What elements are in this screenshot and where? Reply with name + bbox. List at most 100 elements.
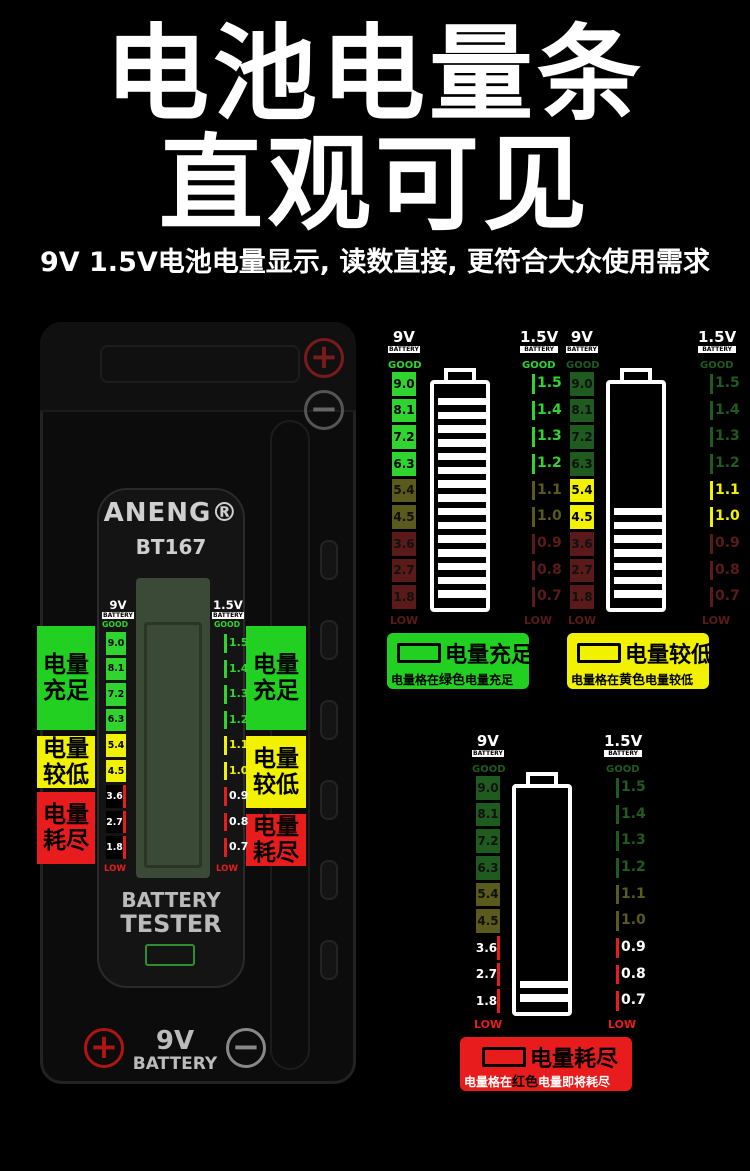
scale-cell-9v: 4.5	[570, 505, 594, 529]
battery-level-bar	[520, 980, 568, 989]
overlay-low-right: 电量较低	[246, 736, 306, 808]
state-caption: 电量较低电量格在黄色电量较低	[567, 633, 713, 689]
overlay-full-left: 电量充足	[37, 626, 95, 730]
scale-value-1-5v: 0.9	[532, 534, 562, 554]
overlay-low-right-text: 电量较低	[253, 746, 299, 798]
scale-cell-9v: 2.7	[392, 558, 416, 583]
mini-battery-icon	[482, 1047, 526, 1067]
battery-level-bar	[614, 576, 662, 585]
scale-value-1-5v: 0.7	[532, 587, 562, 607]
scale-value-1-5v: 0.9	[710, 534, 740, 554]
scale-cell-9v: 5.4	[570, 478, 594, 503]
low-label: LOW	[390, 614, 419, 627]
state-caption: 电量耗尽电量格在红色电量即将耗尽	[460, 1037, 632, 1091]
scale-cell-9v: 5.4	[106, 734, 126, 757]
overlay-empty-left-text: 电量耗尽	[43, 802, 89, 854]
scale-value-1-5v: 0.9	[616, 938, 646, 958]
header-battery-word: BATTERY	[520, 346, 559, 353]
battery-level-bar	[438, 549, 486, 557]
good-label: GOOD	[102, 620, 129, 629]
scale-value-1-5v: 1.3	[224, 685, 248, 704]
scale-cell-9v: 5.4	[476, 882, 500, 907]
tester-label-line1: BATTERY	[121, 888, 221, 912]
scale-value-1-5v: 1.2	[710, 454, 740, 474]
caption-color-word: 绿色	[439, 673, 466, 688]
header-9v-value: 9V	[476, 732, 499, 750]
headline-line1: 电池电量条	[104, 13, 645, 135]
green-battery-icon	[145, 944, 195, 966]
big-battery-cap	[444, 368, 476, 382]
caption-prefix: 电量格在	[571, 673, 620, 687]
scale-value-1-5v: 0.7	[710, 587, 740, 607]
low-label: LOW	[104, 864, 126, 874]
overlay-low-left-text: 电量较低	[43, 736, 89, 788]
good-label: GOOD	[388, 360, 422, 371]
state-caption-title: 电量充足	[445, 643, 534, 668]
low-label: LOW	[608, 1018, 637, 1031]
scale-value-1-5v: 0.8	[616, 964, 646, 985]
low-label: LOW	[524, 614, 553, 627]
battery-level-bar	[438, 494, 486, 502]
header-battery-word: BATTERY	[604, 750, 643, 757]
overlay-empty-left: 电量耗尽	[37, 792, 95, 864]
big-battery-outline	[512, 784, 572, 1016]
battery-level-bar	[438, 397, 486, 406]
scale-cell-9v: 1.8	[392, 585, 416, 609]
headline-line2: 直观可见	[158, 123, 591, 245]
side-plus-icon: +	[304, 338, 344, 378]
state-caption-title: 电量较低	[625, 643, 714, 668]
slider-notch	[320, 620, 338, 660]
low-label: LOW	[216, 864, 238, 874]
scale-value-1-5v: 1.3	[616, 831, 646, 851]
scale-cell-9v: 6.3	[570, 452, 594, 476]
scale-cell-9v: 7.2	[570, 425, 594, 449]
caption-prefix: 电量格在	[391, 673, 440, 687]
big-battery-cap	[526, 772, 558, 786]
device-top-cap	[40, 322, 356, 412]
scale-cell-9v: 2.7	[476, 962, 500, 987]
battery-level-bar	[438, 466, 486, 475]
caption-color-word: 黄色	[619, 673, 646, 688]
scale-value-1-5v: 1.0	[710, 507, 740, 527]
battery-level-bar	[438, 411, 486, 420]
bottom-battery-label: BATTERY	[132, 1054, 218, 1074]
caption-suffix: 电量充足	[465, 673, 514, 687]
header-battery-word: BATTERY	[698, 346, 737, 353]
big-battery-outline	[606, 380, 666, 612]
low-label: LOW	[474, 1018, 503, 1031]
scale-cell-9v: 9.0	[392, 372, 416, 396]
scale-cell-9v: 1.8	[570, 585, 594, 609]
mini-battery-icon	[577, 643, 621, 663]
slider-notch	[320, 540, 338, 580]
scale-value-1-5v: 1.1	[224, 736, 248, 755]
scale-value-1-5v: 0.8	[710, 560, 740, 581]
scale-value-1-5v: 1.0	[532, 507, 562, 527]
overlay-full-right: 电量充足	[246, 626, 306, 730]
scale-value-1-5v: 1.2	[532, 454, 562, 474]
scale-value-1-5v: 0.7	[616, 991, 646, 1011]
battery-level-bar	[438, 590, 486, 598]
scale-cell-9v: 1.8	[476, 989, 500, 1013]
battery-level-bar	[520, 994, 568, 1002]
scale-cell-9v: 4.5	[106, 759, 126, 783]
battery-level-bar	[438, 576, 486, 585]
state-caption: 电量充足电量格在绿色电量充足	[387, 633, 533, 689]
overlay-full-left-text: 电量充足	[43, 652, 89, 704]
state-caption-title: 电量耗尽	[530, 1047, 619, 1072]
scale-value-1-5v: 1.4	[616, 804, 646, 825]
header-battery-word: BATTERY	[102, 611, 134, 619]
scale-value-1-5v: 1.3	[532, 427, 562, 447]
caption-suffix: 电量即将耗尽	[538, 1075, 611, 1089]
caption-color-word: 红色	[512, 1075, 539, 1090]
tester-label-line2: TESTER	[120, 910, 222, 938]
scale-value-1-5v: 1.2	[224, 710, 248, 730]
battery-level-bar	[614, 535, 662, 543]
scale-value-1-5v: 1.4	[532, 400, 562, 421]
good-label: GOOD	[472, 764, 506, 775]
scale-cell-9v: 4.5	[476, 909, 500, 933]
header-9v-value: 9V	[570, 328, 593, 346]
bottom-plus-icon: +	[84, 1028, 124, 1068]
